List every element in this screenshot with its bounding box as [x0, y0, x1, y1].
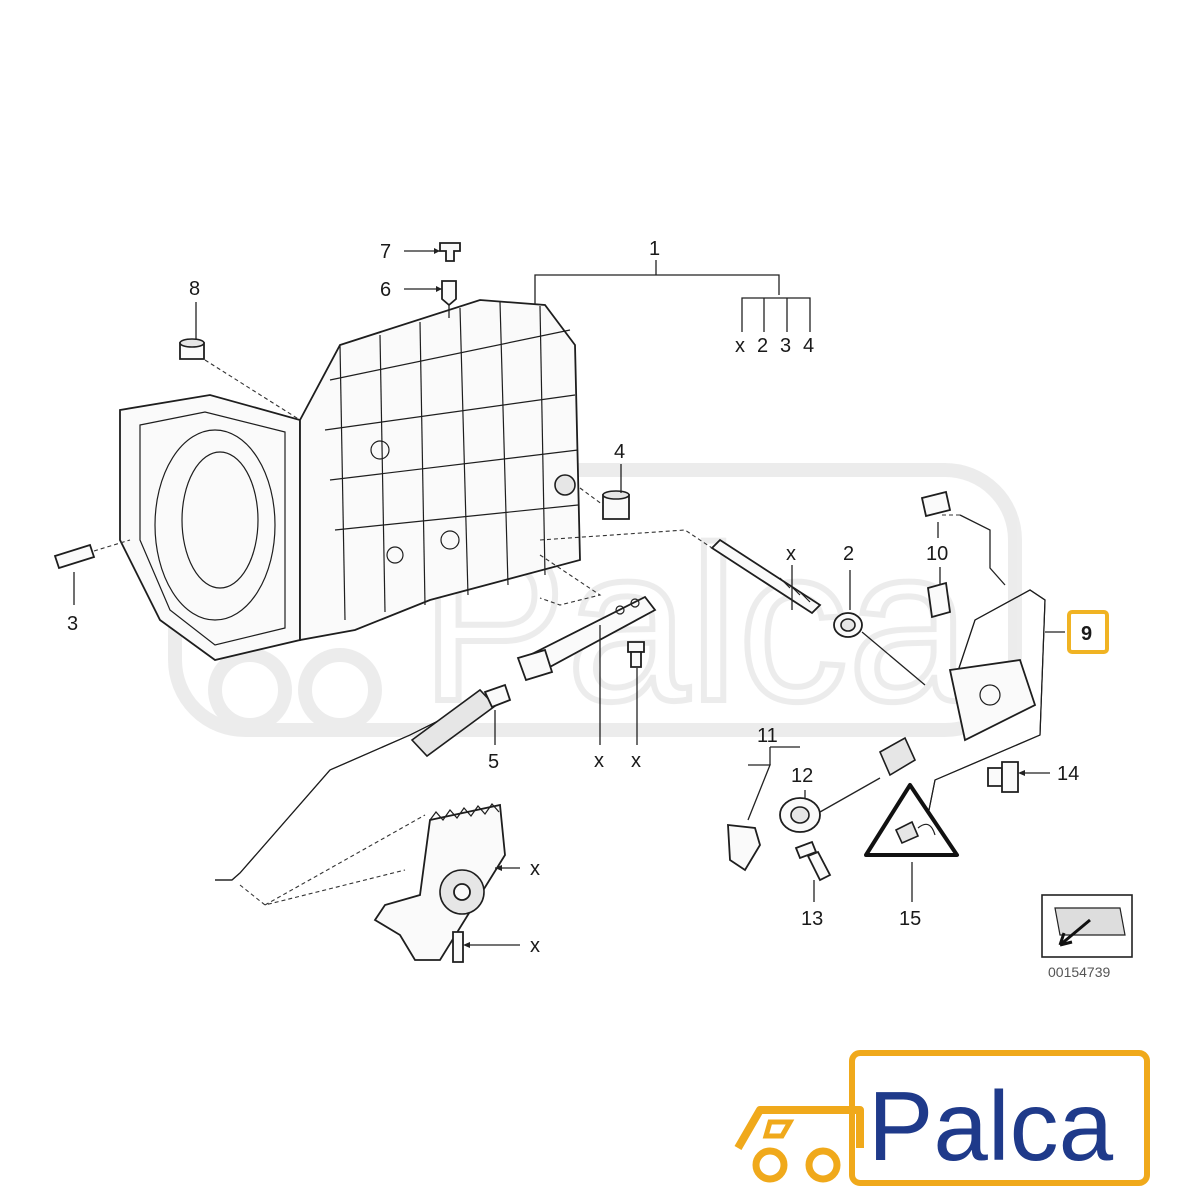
plug-6 [441, 280, 457, 307]
callout-3: 3 [67, 613, 78, 635]
callout-sub-x: x [735, 335, 745, 357]
bolt [627, 641, 645, 668]
selector-lever [516, 595, 657, 682]
highlighted-callout-9[interactable]: 9 [1067, 610, 1109, 654]
callout-sub-3: 3 [780, 335, 791, 357]
view-direction-icon [1041, 894, 1133, 958]
callout-5: 5 [488, 751, 499, 773]
callout-sub-2: 2 [757, 335, 768, 357]
callout-2: 2 [843, 543, 854, 565]
detent-plate [373, 803, 506, 963]
leader-lines [73, 250, 1065, 946]
sleeve-12 [779, 797, 821, 833]
x-marker-lever: x [594, 750, 604, 772]
palca-logo: Palca [734, 1050, 1150, 1186]
x-marker-pin: x [530, 935, 540, 957]
warning-label-15 [864, 783, 959, 857]
plug-4 [602, 490, 630, 520]
position-switch-9 [878, 589, 1046, 816]
callout-sub-4: 4 [803, 335, 814, 357]
x-marker-bolt: x [631, 750, 641, 772]
x-marker-plate: x [530, 858, 540, 880]
callout-6: 6 [380, 279, 391, 301]
callout-4: 4 [614, 441, 625, 463]
pin-3 [53, 543, 96, 570]
callout-labels: 1 x 2 3 4 7 6 8 4 3 5 x x x 2 10 11 12 1… [67, 238, 1079, 957]
callout-10: 10 [926, 543, 948, 565]
plug-7 [439, 242, 461, 262]
seal-2 [833, 612, 863, 638]
callout-11: 11 [757, 725, 778, 747]
clip-10 [920, 490, 952, 619]
shift-cable-5 [215, 683, 512, 881]
callout-15: 15 [899, 908, 921, 930]
callout-13: 13 [801, 908, 823, 930]
transmission-housing [119, 299, 581, 661]
callout-14: 14 [1057, 763, 1079, 785]
callout-8: 8 [189, 278, 200, 300]
callout-1: 1 [649, 238, 660, 260]
bracket-11 [727, 823, 761, 872]
callout-9: 9 [1081, 623, 1092, 645]
callout-12: 12 [791, 765, 813, 787]
reference-code: 00154739 [1048, 964, 1111, 980]
callout-7: 7 [380, 241, 391, 263]
bolt-13 [794, 840, 832, 882]
bolt-14 [987, 761, 1019, 793]
x-marker-shaft: x [786, 543, 796, 565]
plug-8 [179, 338, 205, 360]
logo-text: Palca [868, 1071, 1114, 1181]
arrow-heads [434, 248, 1025, 948]
